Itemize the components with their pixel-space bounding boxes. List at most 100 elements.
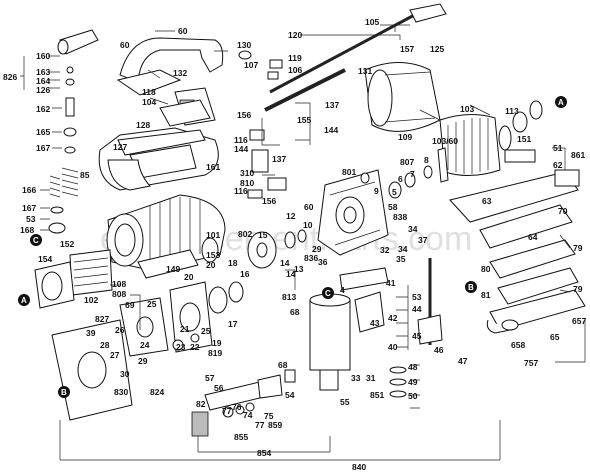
part-label: 24 — [140, 340, 150, 350]
part-label: 152 — [60, 239, 74, 249]
part-label: 128 — [136, 120, 150, 130]
callout-a-top: A — [555, 96, 567, 108]
part-label: 163 — [36, 67, 50, 77]
part-label: 55 — [340, 397, 350, 407]
part-label: 801 — [342, 167, 356, 177]
part-label: 41 — [386, 278, 396, 288]
part-label: 14 — [280, 258, 290, 268]
part-label: 69 — [125, 300, 135, 310]
part-label: 58 — [388, 202, 398, 212]
part-label: 106 — [288, 65, 302, 75]
part-label: 658 — [511, 340, 525, 350]
leader-lines — [20, 24, 586, 461]
part-label: 808 — [112, 289, 126, 299]
part-label: 34 — [398, 244, 408, 254]
part-label: 18 — [228, 258, 238, 268]
part-label: 43 — [370, 318, 380, 328]
part-label: 34 — [408, 224, 418, 234]
part-label: 151 — [517, 134, 531, 144]
part-label: 107 — [244, 60, 258, 70]
part-label: 68 — [278, 360, 288, 370]
part-label: 116 — [234, 186, 248, 196]
part-label: 32 — [380, 245, 390, 255]
part-label: 126 — [36, 85, 50, 95]
part-label: 85 — [80, 170, 90, 180]
part-label: 824 — [150, 387, 164, 397]
part-label: 77 — [222, 406, 232, 416]
callout-b-right: B — [465, 281, 477, 293]
part-label: 156 — [262, 196, 276, 206]
part-label: 74 — [243, 410, 253, 420]
part-label: 68 — [290, 307, 300, 317]
shoe-plates — [449, 169, 586, 334]
part-label: 144 — [234, 144, 248, 154]
part-label: 836 — [304, 253, 318, 263]
part-label: 840 — [352, 462, 366, 472]
part-label: 16 — [240, 269, 250, 279]
motor-housing — [34, 194, 226, 309]
part-label: 125 — [430, 44, 444, 54]
part-label: 116 — [234, 135, 248, 145]
part-label: 33 — [351, 373, 361, 383]
part-label: 819 — [208, 348, 222, 358]
part-label: 36 — [318, 257, 328, 267]
part-label: 20 — [184, 272, 194, 282]
part-label: 154 — [38, 254, 52, 264]
part-label: 7 — [410, 169, 415, 179]
part-label: 14 — [286, 269, 296, 279]
part-label: 65 — [550, 332, 560, 342]
part-label: 21 — [180, 324, 190, 334]
part-label: 166 — [22, 185, 36, 195]
small-parts — [159, 50, 287, 199]
part-label: 160 — [36, 51, 50, 61]
gear-housing — [247, 165, 433, 269]
part-label: 12 — [286, 211, 296, 221]
part-label: 165 — [36, 127, 50, 137]
part-label: 9 — [374, 186, 379, 196]
callout-c-left: C — [30, 234, 42, 246]
part-label: 37 — [418, 235, 428, 245]
base-plate-left — [51, 281, 244, 421]
callout-a-left: A — [18, 294, 30, 306]
part-label: 657 — [572, 316, 586, 326]
part-label: 76 — [232, 402, 242, 412]
part-label: 25 — [201, 326, 211, 336]
part-label: 20 — [206, 260, 216, 270]
part-label: 4 — [340, 285, 345, 295]
part-label: 64 — [528, 232, 538, 242]
part-label: 25 — [147, 299, 157, 309]
part-label: 161 — [206, 162, 220, 172]
part-label: 104 — [142, 97, 156, 107]
part-label: 30 — [120, 369, 130, 379]
part-label: 60 — [178, 26, 188, 36]
part-label: 155 — [297, 115, 311, 125]
spring-stack — [48, 66, 79, 234]
part-label: 144 — [324, 125, 338, 135]
callout-c-center: C — [322, 287, 334, 299]
part-label: 109 — [398, 132, 412, 142]
part-label: 827 — [95, 314, 109, 324]
part-label: 830 — [114, 387, 128, 397]
part-label: 13 — [294, 264, 304, 274]
part-label: 127 — [113, 142, 127, 152]
part-label: 310 — [240, 168, 254, 178]
part-label: 15 — [258, 230, 268, 240]
part-label: 79 — [573, 284, 583, 294]
part-label: 6 — [398, 174, 403, 184]
callout-b-left: B — [58, 386, 70, 398]
part-label: 10 — [303, 220, 313, 230]
part-label: 101 — [206, 230, 220, 240]
part-label: 149 — [166, 264, 180, 274]
part-label: 40 — [388, 342, 398, 352]
part-label: 19 — [212, 338, 222, 348]
part-label: 56 — [214, 383, 224, 393]
part-label: 8 — [424, 155, 429, 165]
part-label: 23 — [176, 342, 186, 352]
part-label: 75 — [264, 411, 274, 421]
part-label: 757 — [524, 358, 538, 368]
part-label: 82 — [196, 399, 206, 409]
part-label: 859 — [268, 420, 282, 430]
part-label: 62 — [553, 160, 563, 170]
svg-text:B: B — [468, 283, 474, 292]
part-label: 44 — [412, 304, 422, 314]
